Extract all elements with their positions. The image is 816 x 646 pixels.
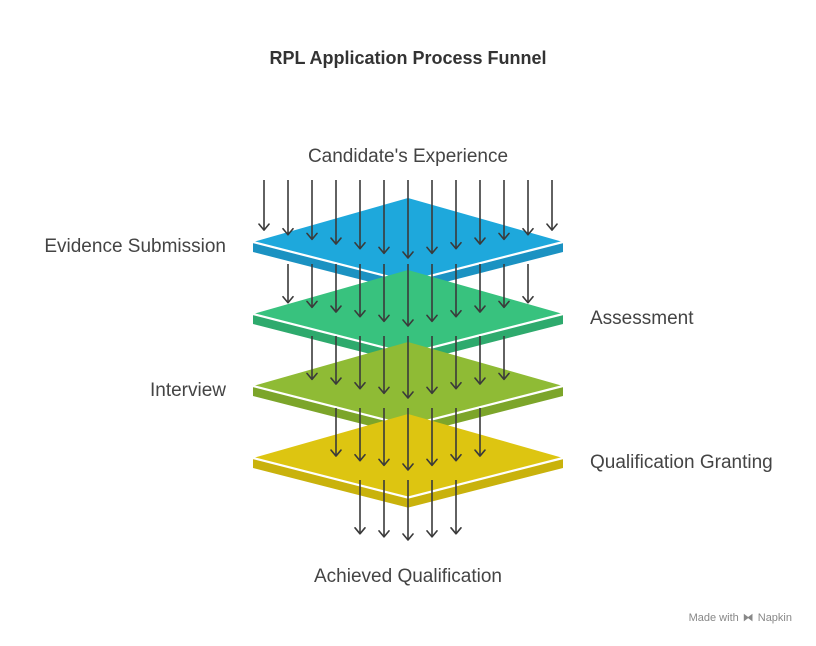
diagram-title: RPL Application Process Funnel — [269, 48, 547, 68]
brand-name: Napkin — [757, 611, 792, 624]
made-with-text: Made with — [688, 611, 739, 624]
input-label: Candidate's Experience — [307, 146, 509, 167]
arrow-group-4 — [354, 480, 462, 541]
napkin-icon: ⧓ — [742, 612, 754, 624]
brand-watermark: Made with ⧓ Napkin — [688, 611, 792, 625]
stage-label-assessment: Assessment — [590, 308, 694, 329]
stage-label-evidence-submission: Evidence Submission — [44, 236, 226, 257]
output-label: Achieved Qualification — [314, 566, 502, 587]
arrow-group-1 — [282, 264, 534, 327]
arrow-group-3 — [330, 408, 486, 471]
arrow-group-2 — [306, 336, 510, 399]
stage-label-interview: Interview — [149, 380, 226, 401]
arrow-group-input — [258, 180, 558, 259]
stage-label-qualification-granting: Qualification Granting — [590, 452, 773, 473]
